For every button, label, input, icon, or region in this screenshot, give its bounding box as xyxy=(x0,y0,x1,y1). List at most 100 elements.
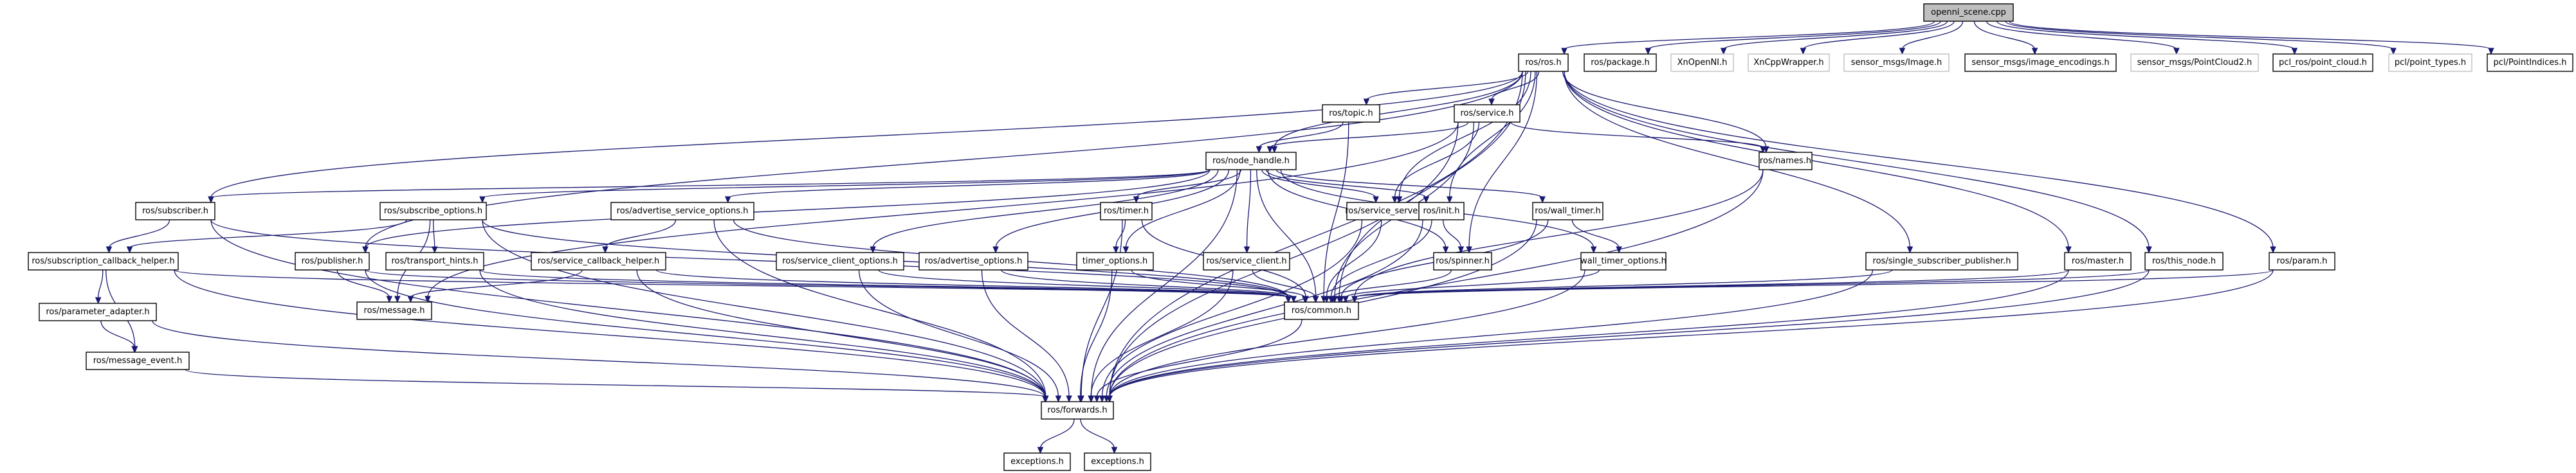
arrowhead-icon xyxy=(208,196,214,204)
node-ros-init[interactable]: ros/init.h xyxy=(1418,202,1465,220)
node-ros-service-client[interactable]: ros/service_client.h xyxy=(1203,252,1290,271)
edge-ros-ssp-to-ros-common xyxy=(1354,269,1893,298)
node-box xyxy=(1865,252,2018,271)
arrowhead-icon xyxy=(1351,296,1358,303)
node-pcl-ros-pc[interactable]: pcl_ros/point_cloud.h xyxy=(2272,53,2373,72)
node-ros-message-event[interactable]: ros/message_event.h xyxy=(86,352,190,370)
node-box xyxy=(86,352,190,370)
edge-ros-timer-to-timer-options xyxy=(1115,219,1126,249)
node-ros-publisher[interactable]: ros/publisher.h xyxy=(295,252,370,271)
node-pcl-pt[interactable]: pcl/point_types.h xyxy=(2388,53,2472,72)
edge-ros-node-handle-to-timer-options xyxy=(1125,169,1241,249)
node-xnopenni[interactable]: XnOpenNI.h xyxy=(1670,53,1734,72)
edge-ros-forwards-to-exceptions-b xyxy=(1080,418,1115,449)
edge-ros-topic-to-ros-node-handle xyxy=(1258,121,1344,148)
arrowhead-icon xyxy=(1077,395,1084,403)
arrowhead-icon xyxy=(131,346,138,353)
node-box xyxy=(356,301,432,320)
node-box xyxy=(1284,301,1359,320)
arrowhead-icon xyxy=(1590,246,1597,254)
node-box xyxy=(39,303,157,321)
node-box xyxy=(1084,452,1151,471)
node-ros-sub-cb-helper[interactable]: ros/subscription_callback_helper.h xyxy=(28,252,179,271)
node-box xyxy=(2130,53,2259,72)
node-ros-ros[interactable]: ros/ros.h xyxy=(1518,53,1569,72)
arrowhead-icon xyxy=(1423,196,1430,204)
node-sm-image-enc[interactable]: sensor_msgs/image_encodings.h xyxy=(1964,53,2117,72)
node-label: ros/advertise_options.h xyxy=(925,256,1023,266)
node-ros-srv-cb-helper[interactable]: ros/service_callback_helper.h xyxy=(531,252,666,271)
edge-ros-service-client-to-ros-forwards xyxy=(1090,269,1234,398)
node-ros-param-adapter[interactable]: ros/parameter_adapter.h xyxy=(39,303,157,321)
node-sm-image[interactable]: sensor_msgs/Image.h xyxy=(1843,53,1950,72)
node-label: ros/forwards.h xyxy=(1047,406,1107,415)
edge-ros-param-adapter-to-ros-message-event xyxy=(100,320,135,348)
node-label: XnCppWrapper.h xyxy=(1753,58,1823,67)
node-openni-scene[interactable]: openni_scene.cpp xyxy=(1923,3,2014,22)
node-ros-common[interactable]: ros/common.h xyxy=(1284,301,1359,320)
node-ros-names[interactable]: ros/names.h xyxy=(1758,152,1813,170)
edge-ros-srv-cb-helper-to-ros-common xyxy=(655,269,1289,298)
node-exceptions-a[interactable]: exceptions.h xyxy=(1003,452,1071,471)
node-label: ros/ros.h xyxy=(1525,58,1561,67)
edge-ros-master-to-ros-forwards xyxy=(1109,269,2069,398)
arrowhead-icon xyxy=(1256,146,1263,154)
node-ros-message[interactable]: ros/message.h xyxy=(356,301,432,320)
edge-ros-param-to-ros-common xyxy=(1354,269,2274,298)
edge-ros-node-handle-to-ros-common xyxy=(1256,169,1317,298)
node-label: ros/parameter_adapter.h xyxy=(46,307,149,317)
node-box xyxy=(1454,104,1521,123)
node-ros-topic[interactable]: ros/topic.h xyxy=(1322,104,1380,123)
arrowhead-icon xyxy=(2173,48,2180,55)
node-ros-master[interactable]: ros/master.h xyxy=(2064,252,2132,271)
node-ros-this-node[interactable]: ros/this_node.h xyxy=(2144,252,2224,271)
node-ros-spinner[interactable]: ros/spinner.h xyxy=(1433,252,1492,271)
node-ros-forwards[interactable]: ros/forwards.h xyxy=(1041,401,1114,420)
edge-ros-srv-client-opts-to-ros-common xyxy=(878,269,1289,298)
node-ros-adv-opts[interactable]: ros/advertise_options.h xyxy=(918,252,1028,271)
edge-ros-ros-to-ros-subscriber xyxy=(210,71,1523,199)
edge-ros-service-client-to-ros-common xyxy=(1252,269,1316,298)
node-box xyxy=(1758,152,1813,170)
node-label: ros/package.h xyxy=(1591,58,1649,67)
node-ros-wall-timer[interactable]: ros/wall_timer.h xyxy=(1532,202,1603,220)
node-ros-timer[interactable]: ros/timer.h xyxy=(1100,202,1153,220)
node-box xyxy=(1584,53,1657,72)
edge-openni-scene-to-sm-image xyxy=(1901,21,1964,50)
arrowhead-icon xyxy=(1088,395,1094,403)
edge-ros-ros-to-ros-service-server xyxy=(1398,71,1531,199)
node-ros-service-server[interactable]: ros/service_server.h xyxy=(1345,202,1429,220)
node-box xyxy=(2269,252,2335,271)
node-ros-node-handle[interactable]: ros/node_handle.h xyxy=(1205,152,1297,170)
node-box xyxy=(2487,53,2573,72)
node-wall-timer-options[interactable]: wall_timer_options.h xyxy=(1580,252,1667,271)
node-timer-options[interactable]: timer_options.h xyxy=(1076,252,1154,271)
node-ros-ssp[interactable]: ros/single_subscriber_publisher.h xyxy=(1865,252,2018,271)
node-ros-package[interactable]: ros/package.h xyxy=(1584,53,1657,72)
node-ros-param[interactable]: ros/param.h xyxy=(2269,252,2335,271)
node-ros-transport-hints[interactable]: ros/transport_hints.h xyxy=(385,252,484,271)
edge-ros-names-to-ros-common xyxy=(1354,169,1764,298)
arrowhead-icon xyxy=(1312,296,1319,303)
node-ros-subscriber[interactable]: ros/subscriber.h xyxy=(135,202,215,220)
edge-ros-transport-hints-to-ros-common xyxy=(479,269,1289,298)
node-xncppwrapper[interactable]: XnCppWrapper.h xyxy=(1748,53,1830,72)
node-sm-pc2[interactable]: sensor_msgs/PointCloud2.h xyxy=(2130,53,2259,72)
arrowhead-icon xyxy=(992,246,999,254)
node-label: ros/service_client.h xyxy=(1206,256,1286,266)
node-label: sensor_msgs/PointCloud2.h xyxy=(2137,58,2252,67)
edge-ros-srv-cb-helper-to-ros-forwards xyxy=(636,269,1046,398)
node-pcl-pi[interactable]: pcl/PointIndices.h xyxy=(2487,53,2573,72)
node-ros-adv-srv-opts[interactable]: ros/advertise_service_options.h xyxy=(610,202,754,220)
node-exceptions-b[interactable]: exceptions.h xyxy=(1084,452,1151,471)
node-ros-srv-client-opts[interactable]: ros/service_client_options.h xyxy=(776,252,904,271)
node-label: ros/service.h xyxy=(1460,109,1513,118)
node-ros-subscribe-options[interactable]: ros/subscribe_options.h xyxy=(379,202,487,220)
edge-ros-adv-srv-opts-to-ros-srv-cb-helper xyxy=(605,219,677,249)
node-box xyxy=(1003,452,1071,471)
arrowhead-icon xyxy=(362,246,369,254)
edge-openni-scene-to-pcl-pi xyxy=(2009,21,2492,50)
edge-ros-subscriber-to-ros-common xyxy=(210,219,1289,298)
node-ros-service[interactable]: ros/service.h xyxy=(1454,104,1521,123)
